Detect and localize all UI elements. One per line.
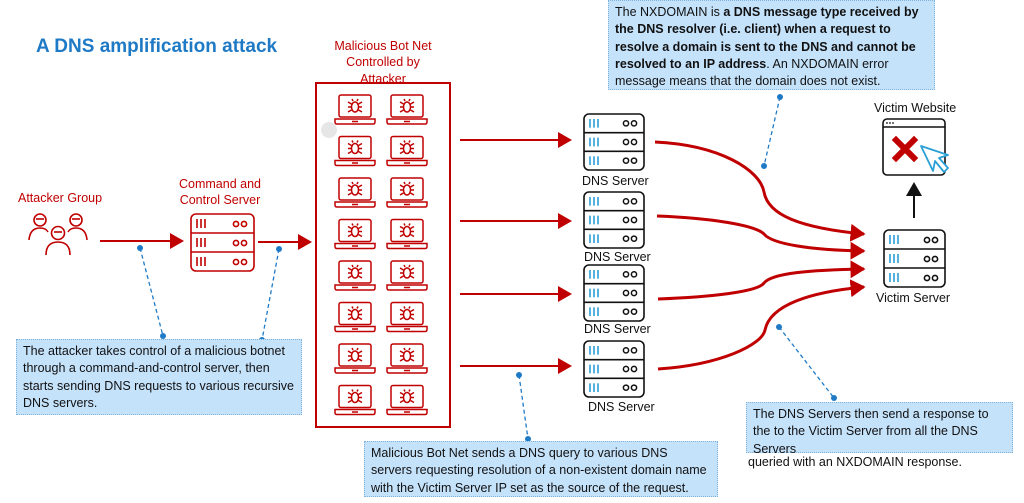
dns-server-icon	[583, 340, 645, 398]
arrow-dns-2-to-victim	[656, 214, 866, 260]
note-nxdomain: The NXDOMAIN is a DNS message type recei…	[608, 0, 935, 90]
infected-laptop-icon	[334, 177, 376, 208]
decorative-circle	[321, 122, 337, 138]
infected-laptop-icon	[386, 177, 428, 208]
infected-laptop-icon	[334, 301, 376, 333]
victim-server-label: Victim Server	[876, 291, 951, 305]
arrow-dns-1-to-victim	[654, 140, 866, 242]
victim-website-label: Victim Website	[874, 101, 957, 115]
infected-laptop-icon	[386, 94, 428, 125]
botnet-label-line1: Malicious Bot Net	[334, 39, 432, 53]
victim-server-icon	[883, 229, 946, 288]
diagram-title: A DNS amplification attack	[36, 36, 278, 57]
note-dns-response-overflow: queried with an NXDOMAIN response.	[748, 455, 962, 469]
dns-server-icon	[583, 264, 645, 322]
note-attacker: The attacker takes control of a maliciou…	[16, 339, 302, 415]
infected-laptop-icon	[334, 94, 376, 125]
dns-server-icon	[583, 113, 645, 171]
dns-servers	[583, 113, 645, 398]
dns-server-4-label: DNS Server	[588, 400, 655, 414]
dns-server-1-label: DNS Server	[582, 174, 649, 188]
cursor-icon	[920, 145, 949, 173]
infected-laptop-icon	[334, 218, 376, 250]
arrow-dns-4-to-victim	[657, 279, 866, 371]
note-botnet-query: Malicious Bot Net sends a DNS query to v…	[364, 441, 718, 497]
dns-server-icon	[583, 191, 645, 249]
infected-laptop-icon	[386, 135, 428, 167]
infected-laptop-icon	[334, 260, 376, 291]
dns-server-2-label: DNS Server	[584, 250, 651, 264]
infected-laptop-icon	[386, 301, 428, 333]
infected-laptop-icon	[386, 260, 428, 291]
infected-laptop-icon	[334, 343, 376, 374]
note-dns-response: The DNS Servers then send a response to …	[746, 402, 1013, 456]
error-x-icon	[891, 135, 919, 163]
cnc-label-line2: Control Server	[179, 193, 261, 208]
infected-laptop-icon	[386, 218, 428, 250]
botnet-laptops	[334, 94, 428, 416]
infected-laptop-icon	[386, 343, 428, 374]
cnc-server-label: Command and Control Server	[170, 176, 270, 209]
botnet-container	[315, 82, 451, 428]
nxdomain-text-1: The NXDOMAIN is	[615, 5, 724, 19]
cnc-label-line1: Command and	[179, 177, 261, 191]
browser-error-icon	[882, 118, 949, 176]
attacker-group-label: Attacker Group	[18, 191, 103, 205]
infected-laptop-icon	[334, 135, 376, 167]
dns-server-3-label: DNS Server	[584, 322, 651, 336]
nxdomain-text-2: . An NXDOMAIN error message means that t…	[615, 56, 889, 88]
nxdomain-text-bold: a DNS message type received by the DNS r…	[615, 5, 919, 71]
arrow-dns-3-to-victim	[657, 260, 866, 301]
hacker-group-icon	[28, 213, 88, 256]
cnc-server-icon	[190, 213, 255, 272]
botnet-label-line2: Controlled by	[346, 55, 420, 70]
callout-lines	[137, 94, 837, 442]
infected-laptop-icon	[386, 384, 428, 416]
infected-laptop-icon	[334, 384, 376, 416]
